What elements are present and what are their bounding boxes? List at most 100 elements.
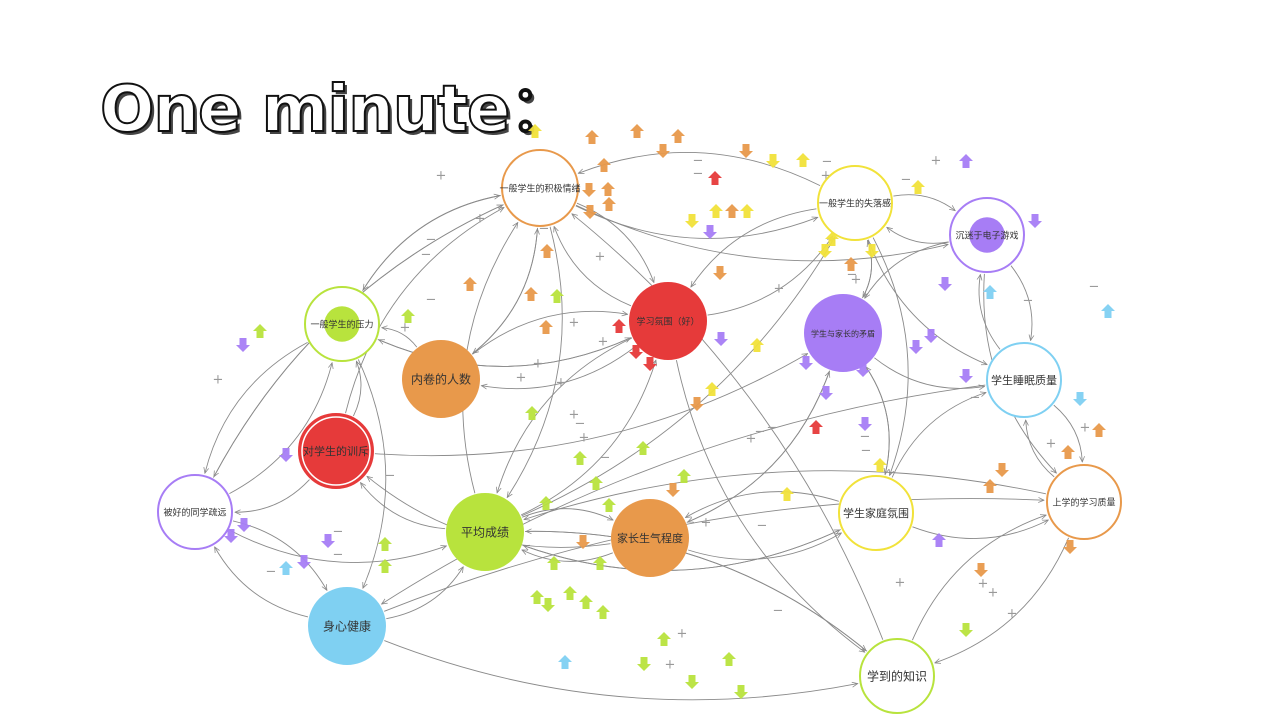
node-inner-ring bbox=[301, 416, 371, 486]
link-active-to-games bbox=[575, 204, 948, 262]
link-isolated-to-pressure bbox=[229, 363, 332, 494]
flow-markers-layer bbox=[224, 124, 1115, 699]
flow-arrow-down-icon bbox=[938, 277, 952, 291]
polarity-sign: − bbox=[847, 268, 858, 283]
flow-arrow-up-icon bbox=[636, 441, 650, 455]
flow-arrow-up-icon bbox=[547, 556, 561, 570]
node-label: 学生与家长的矛盾 bbox=[811, 329, 875, 339]
flow-arrow-up-icon bbox=[579, 595, 593, 609]
link-sleep-to-games bbox=[979, 275, 1001, 350]
node-circle bbox=[1046, 464, 1122, 540]
flow-arrow-up-icon bbox=[612, 319, 626, 333]
flow-arrow-down-icon bbox=[1063, 540, 1077, 554]
link-grades-to-anger bbox=[522, 508, 613, 521]
flow-arrow-up-icon bbox=[253, 324, 267, 338]
flow-arrow-down-icon bbox=[224, 529, 238, 543]
node-circle bbox=[817, 165, 893, 241]
link-family-to-conflict bbox=[866, 367, 890, 476]
polarity-sign: + bbox=[701, 516, 712, 531]
polarity-sign: + bbox=[556, 376, 567, 391]
node-label: 一般学生的失落感 bbox=[819, 198, 891, 210]
polarity-sign: + bbox=[774, 282, 785, 297]
node-loss: 一般学生的失落感 bbox=[817, 165, 893, 241]
flow-arrow-down-icon bbox=[995, 463, 1009, 477]
flow-arrow-down-icon bbox=[959, 369, 973, 383]
polarity-sign: + bbox=[1080, 421, 1091, 436]
link-sleep-to-schoolq bbox=[1053, 404, 1083, 462]
polarity-sign: + bbox=[851, 273, 862, 288]
node-circle bbox=[157, 474, 233, 550]
node-grades: 平均成绩 bbox=[446, 493, 524, 571]
link-grades-to-scolding bbox=[361, 483, 446, 530]
flow-arrow-up-icon bbox=[959, 154, 973, 168]
polarity-sign: − bbox=[755, 425, 766, 440]
polarity-signs-layer: +−−+−+++−+++++++−−+−−++−−+−−−−++−−−−−−+−… bbox=[213, 154, 1100, 673]
flow-arrow-up-icon bbox=[809, 420, 823, 434]
flow-arrow-up-icon bbox=[563, 586, 577, 600]
polarity-sign: + bbox=[595, 250, 606, 265]
node-circle bbox=[402, 340, 480, 418]
polarity-sign: + bbox=[665, 658, 676, 673]
node-inner-dot bbox=[324, 306, 360, 342]
flow-arrow-down-icon bbox=[637, 657, 651, 671]
flow-arrow-up-icon bbox=[740, 204, 754, 218]
polarity-sign: + bbox=[475, 212, 486, 227]
polarity-sign: + bbox=[213, 373, 224, 388]
node-label: 沉迷于电子游戏 bbox=[955, 230, 1018, 242]
link-anger-to-grades bbox=[522, 549, 613, 562]
node-label: 学生睡眠质量 bbox=[991, 373, 1057, 387]
polarity-sign: + bbox=[746, 432, 757, 447]
link-games-to-loss bbox=[887, 227, 949, 244]
flow-arrow-up-icon bbox=[705, 382, 719, 396]
node-conflict: 学生与家长的矛盾 bbox=[804, 294, 882, 372]
node-scolding: 对学生的训斥 bbox=[298, 413, 374, 489]
flow-arrow-up-icon bbox=[540, 244, 554, 258]
node-label: 学习氛围（好） bbox=[636, 316, 699, 328]
link-scolding-to-pressure bbox=[352, 361, 362, 417]
flow-arrow-up-icon bbox=[401, 309, 415, 323]
link-health-to-isolated bbox=[215, 547, 309, 618]
link-knowledge-to-grades bbox=[526, 531, 868, 652]
link-atmosphere-to-grades bbox=[497, 337, 632, 493]
node-circle bbox=[611, 499, 689, 577]
node-involution: 内卷的人数 bbox=[402, 340, 480, 418]
link-knowledge-to-schoolq bbox=[911, 515, 1046, 641]
flow-arrow-up-icon bbox=[378, 537, 392, 551]
link-atmosphere-to-involution bbox=[481, 345, 637, 389]
flow-arrow-down-icon bbox=[818, 244, 832, 258]
polarity-sign: + bbox=[1007, 607, 1018, 622]
link-pressure-to-isolated bbox=[205, 342, 308, 473]
flow-arrow-up-icon bbox=[796, 153, 810, 167]
polarity-sign: − bbox=[970, 391, 981, 406]
flow-arrow-down-icon bbox=[321, 534, 335, 548]
flow-arrow-up-icon bbox=[725, 204, 739, 218]
flow-arrow-up-icon bbox=[1092, 423, 1106, 437]
link-schoolq-to-sleep bbox=[1026, 420, 1055, 478]
link-anger-to-family bbox=[688, 533, 841, 560]
flow-arrow-up-icon bbox=[539, 496, 553, 510]
polarity-sign: + bbox=[533, 357, 544, 372]
flow-arrow-up-icon bbox=[528, 124, 542, 138]
polarity-sign: + bbox=[677, 627, 688, 642]
link-involution-to-pressure bbox=[382, 328, 418, 348]
polarity-sign: − bbox=[333, 548, 344, 563]
link-pressure-to-health bbox=[357, 359, 387, 588]
flow-arrow-up-icon bbox=[722, 652, 736, 666]
polarity-sign: − bbox=[266, 565, 277, 580]
link-anger-to-conflict bbox=[686, 372, 830, 523]
node-sleep: 学生睡眠质量 bbox=[986, 342, 1062, 418]
node-label: 学生家庭氛围 bbox=[843, 506, 909, 520]
node-circle bbox=[629, 282, 707, 360]
node-label: 学到的知识 bbox=[867, 669, 927, 684]
polarity-sign: + bbox=[579, 431, 590, 446]
polarity-sign: − bbox=[539, 222, 550, 237]
flow-arrow-up-icon bbox=[750, 338, 764, 352]
flow-arrow-up-icon bbox=[573, 451, 587, 465]
polarity-sign: − bbox=[385, 469, 396, 484]
link-conflict-to-sleep bbox=[874, 357, 984, 389]
node-knowledge: 学到的知识 bbox=[859, 638, 935, 714]
link-grades-to-loss bbox=[521, 238, 835, 517]
flow-arrow-down-icon bbox=[909, 340, 923, 354]
node-circle bbox=[308, 587, 386, 665]
flow-arrow-up-icon bbox=[525, 406, 539, 420]
